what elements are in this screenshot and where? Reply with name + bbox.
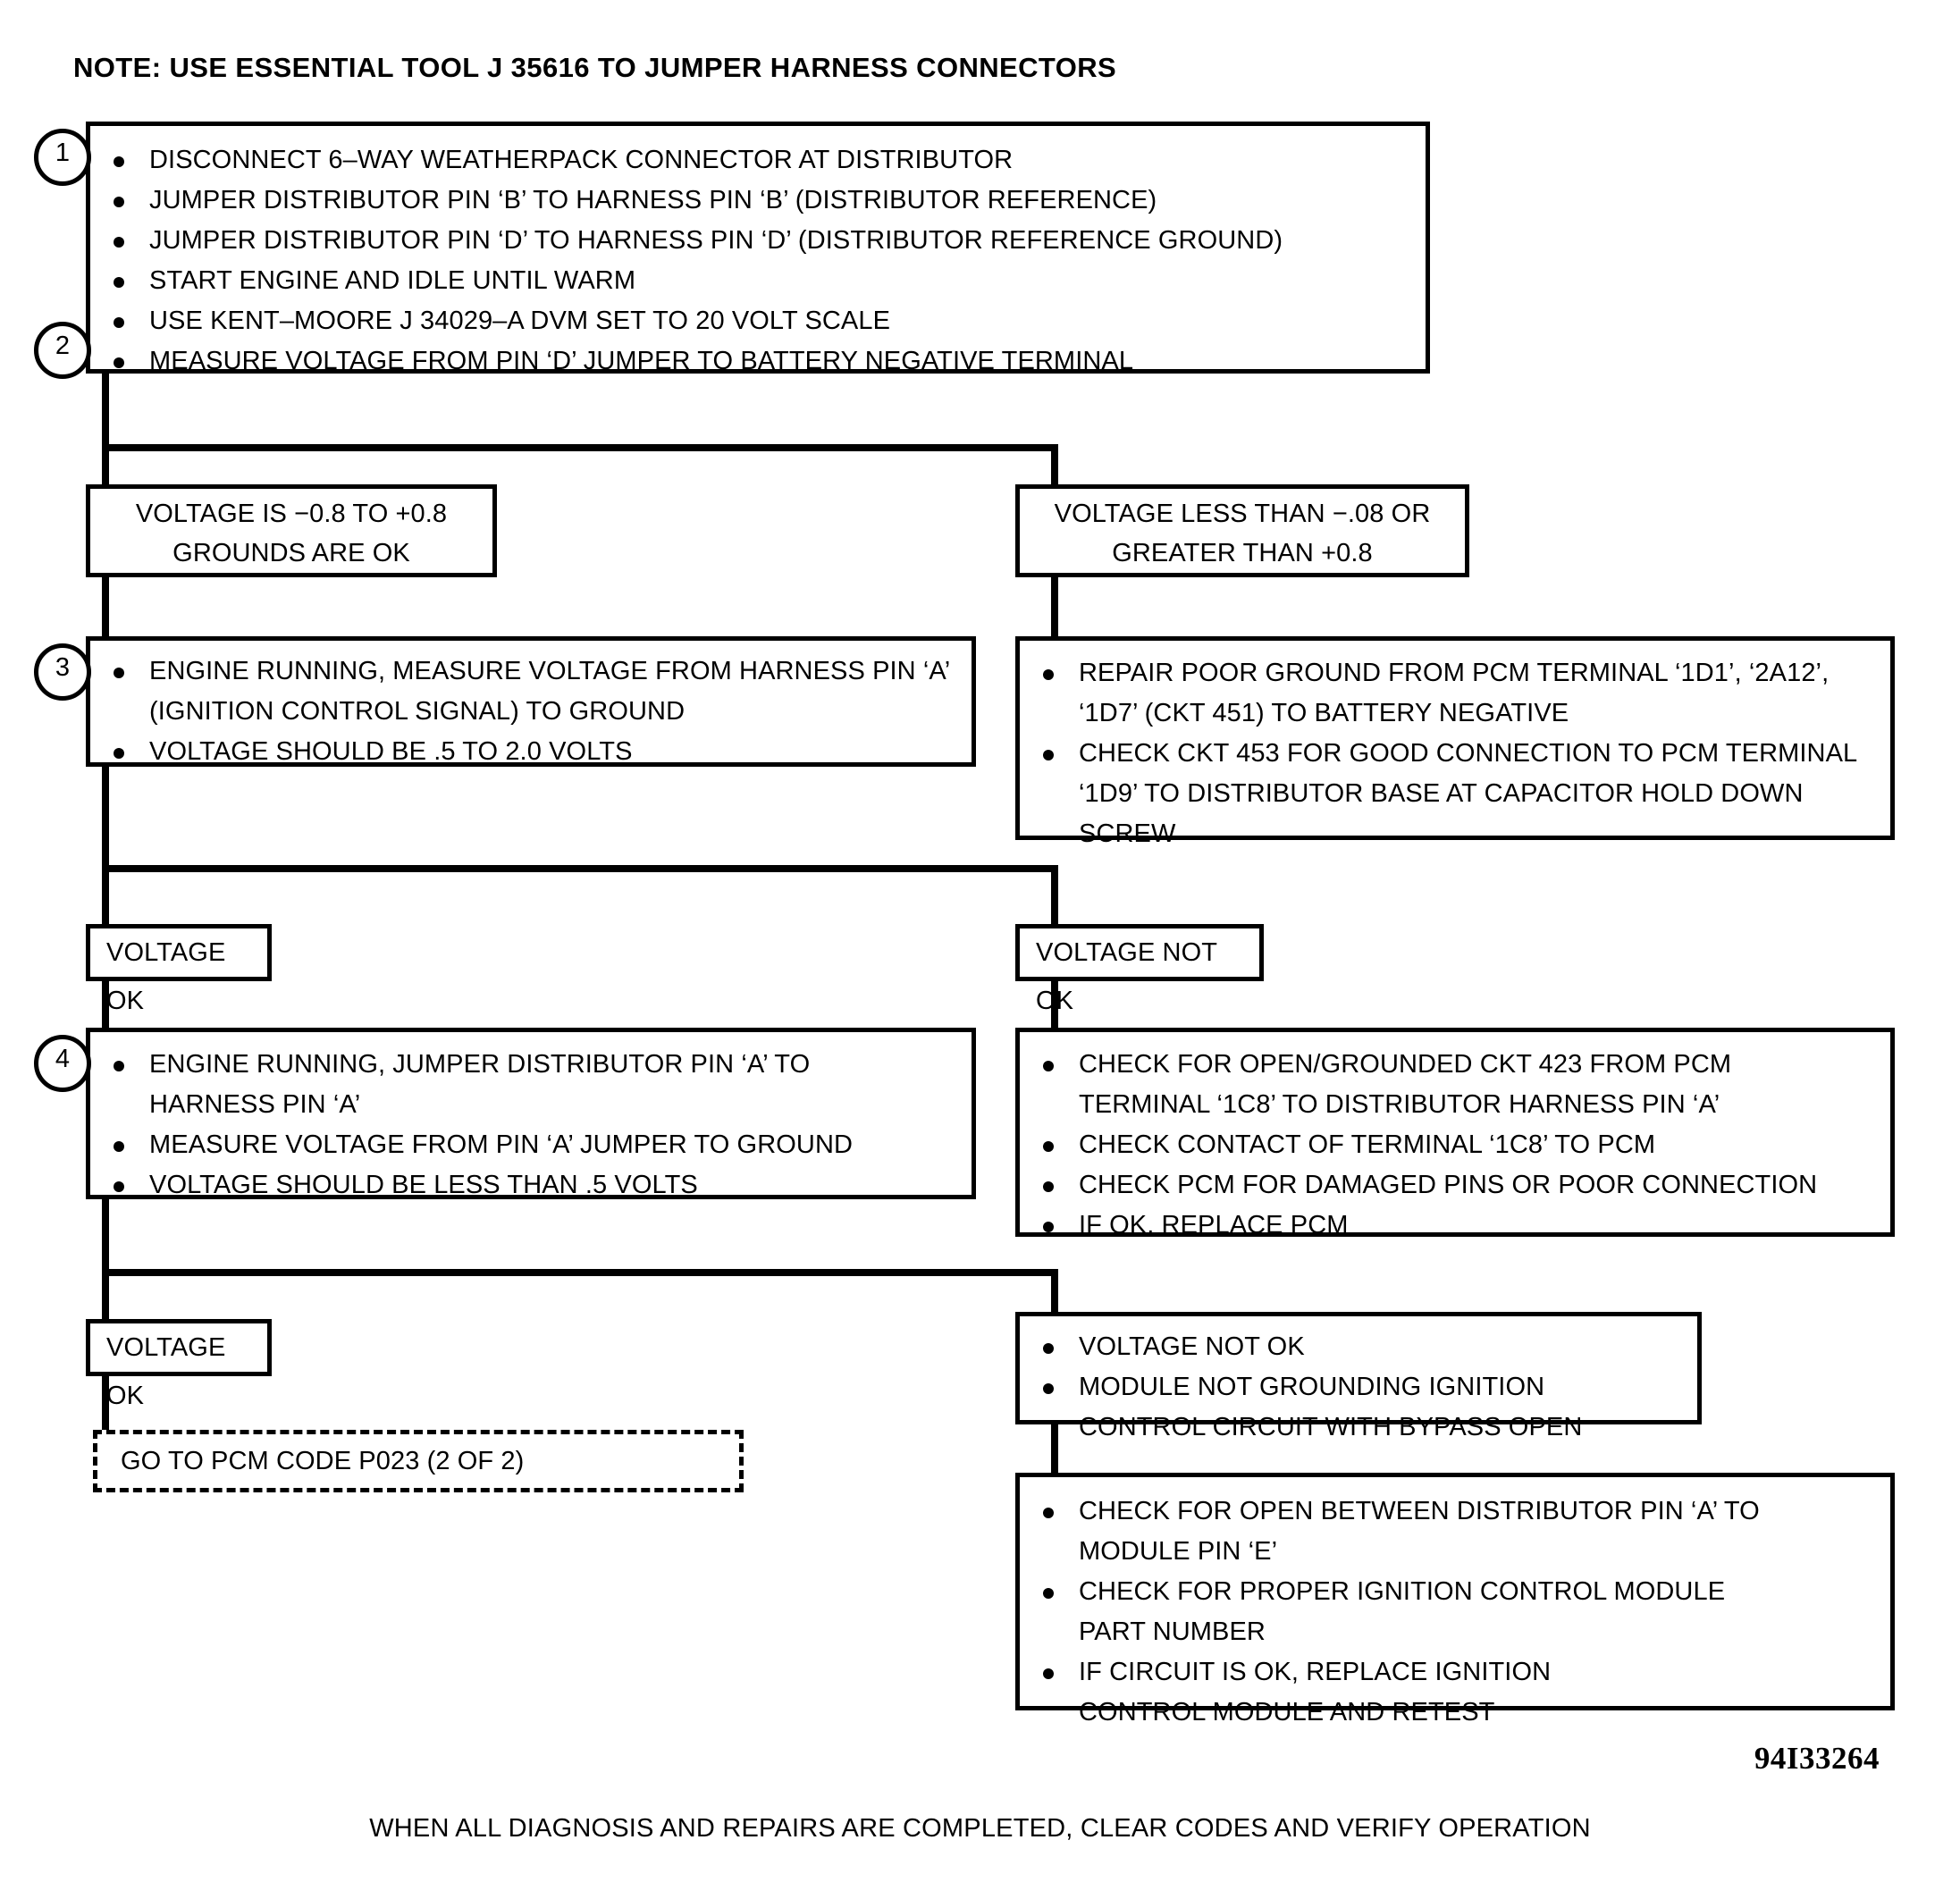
step1-bullet-list: DISCONNECT 6–WAY WEATHERPACK CONNECTOR A… (90, 126, 1426, 382)
connector-left-ok-to-step4 (102, 981, 109, 1028)
module-not-grounding-box: VOLTAGE NOT OK MODULE NOT GROUNDING IGNI… (1015, 1312, 1702, 1441)
repair-ground-bullet-list: REPAIR POOR GROUND FROM PCM TERMINAL ‘1D… (1020, 641, 1890, 854)
list-item: JUMPER DISTRIBUTOR PIN ‘B’ TO HARNESS PI… (90, 181, 1426, 221)
connector-branch-2-drop (1051, 865, 1058, 924)
step4-bullet-list: ENGINE RUNNING, JUMPER DISTRIBUTOR PIN ‘… (90, 1032, 972, 1206)
list-item: VOLTAGE NOT OK (1020, 1327, 1697, 1367)
result-grounds-bad-box: VOLTAGE LESS THAN −.08 OR GREATER THAN +… (1015, 484, 1469, 577)
step3-bullet-list: ENGINE RUNNING, MEASURE VOLTAGE FROM HAR… (90, 641, 972, 772)
list-item: ENGINE RUNNING, JUMPER DISTRIBUTOR PIN ‘… (90, 1045, 972, 1125)
connector-trunk-left (102, 374, 109, 1388)
connector-right-notok-to-check (1051, 981, 1058, 1028)
list-item: IF OK, REPLACE PCM (1020, 1206, 1890, 1246)
connector-left-result-to-step3 (102, 577, 109, 636)
check-ckt423-box: CHECK FOR OPEN/GROUNDED CKT 423 FROM PCM… (1015, 1028, 1895, 1239)
voltage-ok-label-1: VOLTAGE OK (106, 938, 226, 1015)
step4-instruction-box: ENGINE RUNNING, JUMPER DISTRIBUTOR PIN ‘… (86, 1028, 976, 1199)
list-item: MEASURE VOLTAGE FROM PIN ‘A’ JUMPER TO G… (90, 1125, 972, 1165)
list-item: MODULE NOT GROUNDING IGNITION CONTROL CI… (1020, 1367, 1697, 1448)
connector-left-ok2-to-goto (102, 1376, 109, 1430)
voltage-not-ok-box-1: VOLTAGE NOT OK (1015, 924, 1264, 1015)
final-check-bullet-list: CHECK FOR OPEN BETWEEN DISTRIBUTOR PIN ‘… (1020, 1477, 1890, 1733)
check-ckt423-bullet-list: CHECK FOR OPEN/GROUNDED CKT 423 FROM PCM… (1020, 1032, 1890, 1246)
connector-branch-2 (102, 865, 1058, 872)
list-item: CHECK FOR OPEN BETWEEN DISTRIBUTOR PIN ‘… (1020, 1491, 1890, 1572)
list-item: REPAIR POOR GROUND FROM PCM TERMINAL ‘1D… (1020, 653, 1890, 734)
list-item: IF CIRCUIT IS OK, REPLACE IGNITION CONTR… (1020, 1652, 1890, 1733)
step1-instruction-box: DISCONNECT 6–WAY WEATHERPACK CONNECTOR A… (86, 122, 1430, 375)
list-item: DISCONNECT 6–WAY WEATHERPACK CONNECTOR A… (90, 140, 1426, 181)
connector-branch-1-drop (1051, 444, 1058, 484)
step3-instruction-box: ENGINE RUNNING, MEASURE VOLTAGE FROM HAR… (86, 636, 976, 767)
list-item: CHECK CONTACT OF TERMINAL ‘1C8’ TO PCM (1020, 1125, 1890, 1165)
list-item: VOLTAGE SHOULD BE LESS THAN .5 VOLTS (90, 1165, 972, 1206)
figure-id: 94I33264 (1754, 1741, 1880, 1776)
connector-branch-3 (102, 1269, 1058, 1276)
step-marker-1: 1 (34, 129, 91, 186)
result-grounds-ok-box: VOLTAGE IS −0.8 TO +0.8 GROUNDS ARE OK (86, 484, 497, 577)
final-check-box: CHECK FOR OPEN BETWEEN DISTRIBUTOR PIN ‘… (1015, 1473, 1895, 1727)
result-grounds-bad-line1: VOLTAGE LESS THAN −.08 OR (1054, 500, 1431, 528)
note-header: NOTE: USE ESSENTIAL TOOL J 35616 TO JUMP… (73, 52, 1117, 83)
connector-right-module-to-final (1051, 1424, 1058, 1473)
step-marker-2: 2 (34, 322, 91, 379)
voltage-ok-box-1: VOLTAGE OK (86, 924, 272, 1015)
list-item: JUMPER DISTRIBUTOR PIN ‘D’ TO HARNESS PI… (90, 221, 1426, 261)
voltage-ok-box-2: VOLTAGE OK (86, 1319, 272, 1410)
module-not-grounding-bullet-list: VOLTAGE NOT OK MODULE NOT GROUNDING IGNI… (1020, 1316, 1697, 1448)
voltage-ok-label-2: VOLTAGE OK (106, 1333, 226, 1410)
step-marker-4: 4 (34, 1035, 91, 1092)
list-item: START ENGINE AND IDLE UNTIL WARM (90, 261, 1426, 301)
list-item: MEASURE VOLTAGE FROM PIN ‘D’ JUMPER TO B… (90, 341, 1426, 382)
step-marker-3: 3 (34, 643, 91, 701)
list-item: CHECK PCM FOR DAMAGED PINS OR POOR CONNE… (1020, 1165, 1890, 1206)
voltage-not-ok-label-1: VOLTAGE NOT OK (1036, 938, 1217, 1015)
connector-right-result-to-repair (1051, 577, 1058, 636)
connector-branch-3-drop (1051, 1269, 1058, 1312)
connector-branch-1 (102, 444, 1058, 451)
list-item: CHECK FOR OPEN/GROUNDED CKT 423 FROM PCM… (1020, 1045, 1890, 1125)
list-item: VOLTAGE SHOULD BE .5 TO 2.0 VOLTS (90, 732, 972, 772)
repair-ground-box: REPAIR POOR GROUND FROM PCM TERMINAL ‘1D… (1015, 636, 1895, 848)
result-grounds-ok-line2: GROUNDS ARE OK (172, 539, 410, 567)
goto-pcm-code-box[interactable]: GO TO PCM CODE P023 (2 OF 2) (93, 1430, 744, 1492)
list-item: CHECK CKT 453 FOR GOOD CONNECTION TO PCM… (1020, 734, 1890, 854)
list-item: ENGINE RUNNING, MEASURE VOLTAGE FROM HAR… (90, 651, 972, 732)
result-grounds-bad-line2: GREATER THAN +0.8 (1112, 539, 1373, 567)
goto-pcm-code-label: GO TO PCM CODE P023 (2 OF 2) (121, 1447, 525, 1475)
footer-closing-note: WHEN ALL DIAGNOSIS AND REPAIRS ARE COMPL… (369, 1814, 1591, 1843)
list-item: USE KENT–MOORE J 34029–A DVM SET TO 20 V… (90, 301, 1426, 341)
list-item: CHECK FOR PROPER IGNITION CONTROL MODULE… (1020, 1572, 1890, 1652)
result-grounds-ok-line1: VOLTAGE IS −0.8 TO +0.8 (135, 500, 448, 528)
